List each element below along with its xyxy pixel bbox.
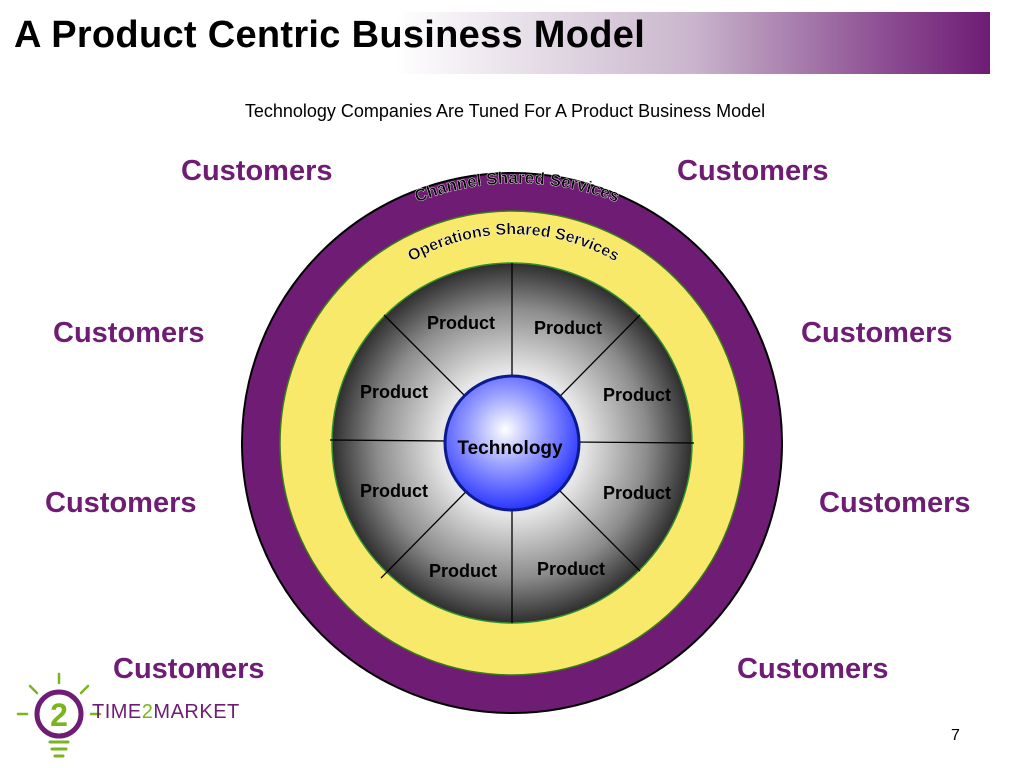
- product-label: Product: [534, 318, 602, 338]
- logo-mark-digit: 2: [50, 697, 68, 733]
- bulb-base-icon: [48, 740, 70, 758]
- time2market-logo: 2: [16, 672, 102, 758]
- customers-label-bottom-left: Customers: [113, 653, 265, 685]
- customers-label-top-left: Customers: [181, 155, 333, 187]
- logo-word-two: 2: [141, 701, 154, 723]
- product-label: Product: [360, 382, 428, 402]
- product-label: Product: [603, 385, 671, 405]
- customers-label-lower-left: Customers: [45, 487, 197, 519]
- product-label: Product: [427, 313, 495, 333]
- product-label: Product: [429, 561, 497, 581]
- customers-label-upper-left: Customers: [53, 317, 205, 349]
- customers-label-upper-right: Customers: [801, 317, 953, 349]
- customers-label-top-right: Customers: [677, 155, 829, 187]
- customers-label-lower-right: Customers: [819, 487, 971, 519]
- slide-subtitle: Technology Companies Are Tuned For A Pro…: [244, 101, 766, 121]
- logo-word-time: TIME: [92, 701, 142, 723]
- logo-wordmark: TIME2MARKET: [92, 701, 240, 724]
- product-label: Product: [603, 483, 671, 503]
- title-bar-background: [0, 12, 990, 74]
- slide-title: A Product Centric Business Model: [14, 14, 646, 56]
- technology-core: [443, 374, 581, 512]
- technology-label: Technology: [457, 438, 563, 459]
- page-number: 7: [951, 727, 960, 744]
- logo-word-market: MARKET: [153, 701, 240, 723]
- product-label: Product: [537, 559, 605, 579]
- customers-label-bottom-right: Customers: [737, 653, 889, 685]
- bulb-rays-icon: [16, 672, 102, 716]
- product-label: Product: [360, 481, 428, 501]
- bulb-circle-icon: [34, 689, 84, 739]
